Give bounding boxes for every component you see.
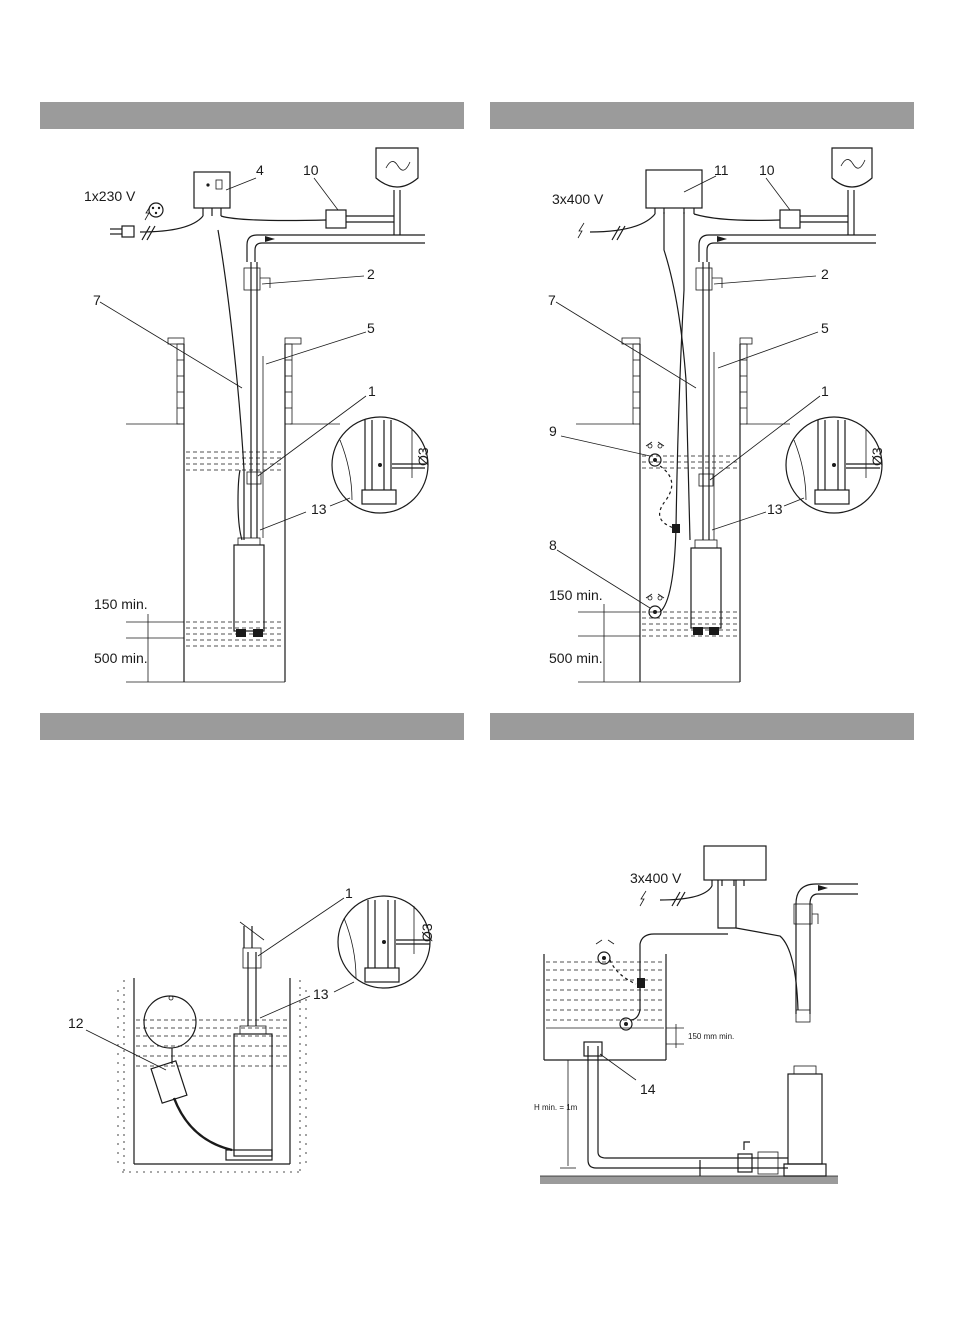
callout-9: 9: [549, 423, 557, 439]
dim-150-mm-min: 150 mm min.: [688, 1032, 734, 1041]
tank: [544, 954, 666, 1060]
callout-13: 13: [311, 501, 327, 517]
voltage-label: 3x400 V: [630, 870, 682, 886]
callout-13: 13: [767, 501, 783, 517]
callout-5: 5: [821, 320, 829, 336]
dim-500-min: 500 min.: [549, 650, 603, 666]
callout-14: 14: [640, 1081, 656, 1097]
detail-diameter-label: Ø3: [419, 923, 435, 942]
voltage-label: 1x230 V: [84, 188, 136, 204]
panel-top-right: [556, 148, 882, 682]
callout-12: 12: [68, 1015, 84, 1031]
callout-10: 10: [759, 162, 775, 178]
water-level-upper: [186, 452, 283, 470]
voltage-label: 3x400 V: [552, 191, 604, 207]
callout-2: 2: [367, 266, 375, 282]
callout-5: 5: [367, 320, 375, 336]
detail-circle: [332, 417, 428, 513]
callout-11: 11: [714, 162, 729, 178]
callout-7: 7: [93, 292, 101, 308]
dim-500-min: 500 min.: [94, 650, 148, 666]
floor: [540, 1176, 838, 1184]
dim-h-min: H min. = 1m: [534, 1103, 578, 1112]
well-right-wall: [285, 338, 301, 682]
callout-7: 7: [548, 292, 556, 308]
callout-8: 8: [549, 537, 557, 553]
callout-1: 1: [821, 383, 829, 399]
panel-bottom-left: [86, 896, 430, 1172]
detail-diameter-label: Ø3: [415, 447, 431, 466]
float-switch-icon: [151, 1061, 187, 1103]
callout-13: 13: [313, 986, 329, 1002]
panel-bottom-right: [540, 846, 858, 1184]
callout-10: 10: [303, 162, 319, 178]
callout-1: 1: [368, 383, 376, 399]
callout-1: 1: [345, 885, 353, 901]
socket-icon: [149, 203, 163, 217]
detail-diameter-label: Ø3: [869, 447, 885, 466]
panel-top-left: [100, 148, 428, 682]
dim-150-min: 150 min.: [94, 596, 148, 612]
callout-2: 2: [821, 266, 829, 282]
callout-4: 4: [256, 162, 264, 178]
dim-150-min: 150 min.: [549, 587, 603, 603]
plug-icon: [110, 226, 134, 237]
well-left-wall: [168, 338, 184, 682]
control-box-icon: [194, 172, 230, 216]
